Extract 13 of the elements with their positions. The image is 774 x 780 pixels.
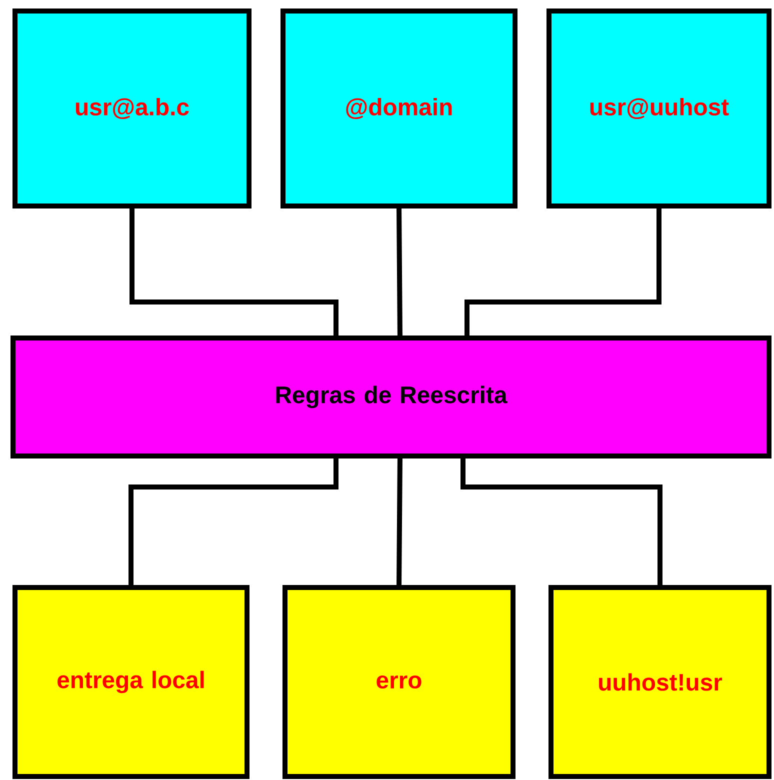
input-box: @domain <box>280 8 518 208</box>
connector <box>130 206 338 338</box>
connector <box>396 456 402 588</box>
connector <box>464 206 662 338</box>
input-box: usr@uuhost <box>546 8 772 208</box>
process-box: Regras de Reescrita <box>10 336 772 458</box>
output-box: erro <box>282 585 516 779</box>
connector <box>460 456 662 588</box>
connector <box>128 456 338 588</box>
output-box: entrega local <box>12 585 250 779</box>
output-box: uuhost!usr <box>548 585 772 779</box>
connector <box>396 206 402 338</box>
input-box: usr@a.b.c <box>12 8 252 208</box>
